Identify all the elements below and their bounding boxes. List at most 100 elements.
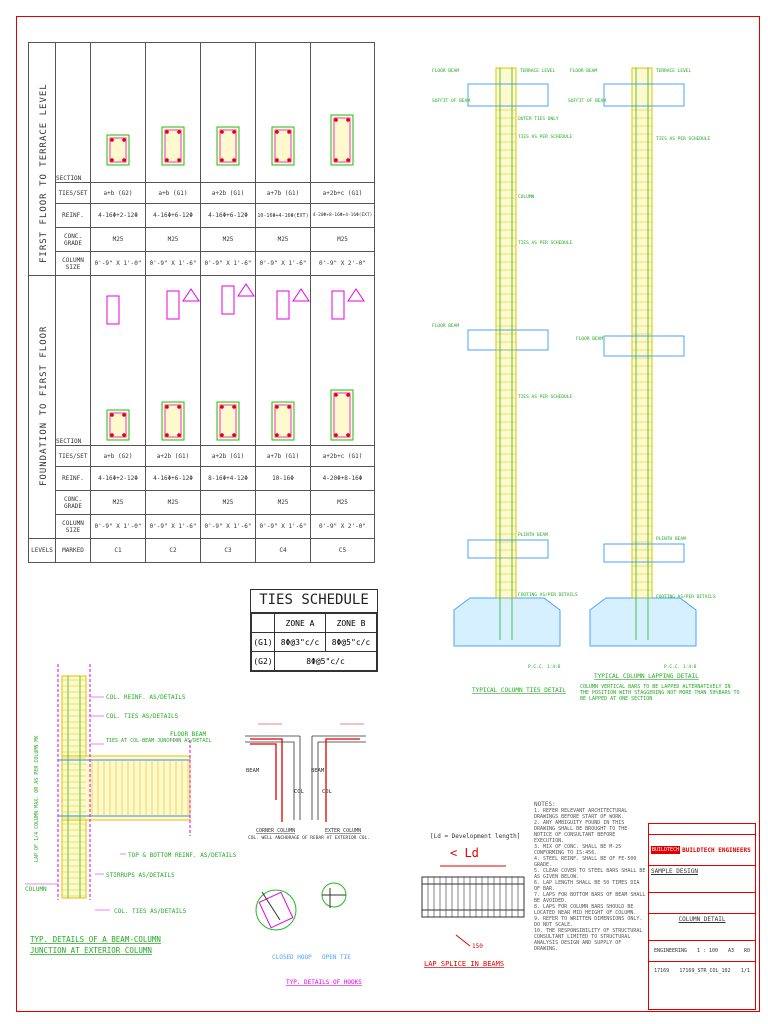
el-soffit-2: SOFFIT OF BEAM xyxy=(568,98,606,104)
corner-col-label: COL xyxy=(294,789,305,795)
fd-grade-c5: M25 xyxy=(310,490,375,515)
mark-c2: C2 xyxy=(145,538,201,563)
bc-label-floor-beam: FLOOR BEAM xyxy=(170,731,207,738)
drawing-title-row: COLUMN DETAIL xyxy=(649,914,755,941)
note-line: 5. CLEAR COVER TO STEEL BARS SHALL BE AS… xyxy=(534,868,646,880)
el-terrace-2: TERRACE LEVEL xyxy=(656,68,692,74)
fd-grade-c1: M25 xyxy=(90,490,146,515)
el-pcc-2: P.C.C. 1:4:8 xyxy=(664,664,697,670)
closed-hoop-label: CLOSED HOOP xyxy=(272,954,312,961)
drawing-no-row: 17169 17169_STR_COL_102 1/1 xyxy=(649,962,755,980)
dept: ENGINEERING xyxy=(653,948,688,954)
ff-grade-c1: M25 xyxy=(90,227,146,252)
ld-dimension: < Ld xyxy=(450,846,479,860)
job-no: 17169 xyxy=(654,968,670,974)
scale-row: ENGINEERING 1 : 100 A3 R0 xyxy=(649,941,755,962)
bc-label-top-bottom: TOP & BOTTOM REINF. AS/DETAILS xyxy=(128,852,237,859)
el-plinth-1: PLINTH BEAM xyxy=(518,532,548,538)
rev: R0 xyxy=(743,948,750,954)
bc-label-junction: TIES AT COL-BEAM JUNCTION AS/DETAIL xyxy=(106,738,211,744)
el-left-title: TYPICAL COLUMN TIES DETAIL xyxy=(472,687,566,694)
revision-row xyxy=(649,824,755,835)
ff-section-c3 xyxy=(200,42,256,183)
corner-column-detail xyxy=(245,723,366,822)
fd-size-c4: 0'-9" X 1'-6" xyxy=(255,514,311,539)
lap-title: LAP SPLICE IN BEAMS xyxy=(424,960,504,968)
fd-level-label: FOUNDATION TO FIRST FLOOR xyxy=(28,275,56,539)
note-line: 2. ANY AMBIGUITY FOUND IN THIS DRAWING S… xyxy=(534,820,628,844)
fd-reinf-c1: 4-16Φ+2-12Φ xyxy=(90,466,146,491)
el-right-title: TYPICAL COLUMN LAPPING DETAIL xyxy=(594,673,699,680)
fd-size-c3: 0'-9" X 1'-6" xyxy=(200,514,256,539)
column-schedule-table: FIRST FLOOR TO TERRACE LEVEL SECTION TIE… xyxy=(28,42,375,563)
row-label-section-2: SECTION xyxy=(55,275,91,446)
lap-150-label: 150 xyxy=(472,943,483,950)
open-tie-label: OPEN TIE xyxy=(322,954,351,961)
row-label-reinf: REINF. xyxy=(55,203,91,228)
el-pcc-1: P.C.C. 1:4:8 xyxy=(528,664,561,670)
sheet-border xyxy=(16,16,760,1012)
row-label-grade-2: CONC. GRADE xyxy=(55,490,91,515)
hooks-title: TYP. DETAILS OF HOOKS xyxy=(286,979,362,986)
el-footing-2: FOOTING AS/PER DETAILS xyxy=(656,594,716,600)
bc-title-1: TYP. DETAILS OF A BEAM-COLUMN xyxy=(30,935,161,944)
fd-grade-c4: M25 xyxy=(255,490,311,515)
note-line: 1. REFER RELEVANT ARCHITECTURAL DRAWINGS… xyxy=(534,808,628,820)
ff-grade-c4: M25 xyxy=(255,227,311,252)
notes-block: NOTES: 1. REFER RELEVANT ARCHITECTURAL D… xyxy=(534,801,646,953)
mark-c4: C4 xyxy=(255,538,311,563)
el-terrace-1: TERRACE LEVEL xyxy=(520,68,556,74)
company-name: BUILDTECH ENGINEERS xyxy=(682,846,751,854)
column-lapping-elevation xyxy=(589,67,697,647)
title-block: BUILDTECH BUILDTECH ENGINEERS SAMPLE DES… xyxy=(648,823,756,1010)
note-line: 7. LAPS FOR BOTTOM BARS OF BEAM SHALL BE… xyxy=(534,892,646,904)
scale: 1 : 100 xyxy=(697,948,719,954)
note-line: 9. REFER TO WRITTEN DIMENSIONS ONLY. DO … xyxy=(534,916,643,928)
company-row: BUILDTECH BUILDTECH ENGINEERS xyxy=(649,835,755,866)
el-floor-beam-2: FLOOR BEAM xyxy=(432,323,459,329)
el-column-1: COLUMN xyxy=(518,194,535,200)
bc-vertical-label: LAP OF 1/4 COLUMN MAX. OR AS PER COLUMN … xyxy=(34,736,40,862)
el-ties-sched-4: TIES AS PER SCHEDULE xyxy=(656,136,710,142)
bc-title-2: JUNCTION AT EXTERIOR COLUMN xyxy=(30,946,152,955)
mark-c1: C1 xyxy=(90,538,146,563)
fd-grade-c3: M25 xyxy=(200,490,256,515)
ff-reinf-c3: 4-16Φ+6-12Φ xyxy=(200,203,256,228)
fd-size-c1: 0'-9" X 1'-0" xyxy=(90,514,146,539)
drawing-title: COLUMN DETAIL xyxy=(678,916,726,923)
note-line: 6. LAP LENGTH SHALL BE 50 TIMES DIA OF B… xyxy=(534,880,640,892)
row-label-marked: MARKED xyxy=(55,538,91,563)
size: A3 xyxy=(728,948,735,954)
corner-caption-3: COL. WELL ANCHORAGE OF REBAR AT EXTERIOR… xyxy=(248,835,370,841)
sheet-no: 1/1 xyxy=(740,968,750,974)
ld-note: [Ld = Development length] xyxy=(430,833,520,840)
el-footing-1: FOOTING AS/PER DETAILS xyxy=(518,592,578,598)
mark-c3: C3 xyxy=(200,538,256,563)
row-label-reinf-2: REINF. xyxy=(55,466,91,491)
el-plinth-2: PLINTH BEAM xyxy=(656,536,686,542)
project-row: SAMPLE DESIGN xyxy=(649,866,755,893)
drawing-no: 17169_STR_COL_102 xyxy=(679,968,731,974)
ff-size-c4: 0'-9" X 1'-6" xyxy=(255,251,311,276)
ties-schedule-title: TIES SCHEDULE xyxy=(251,590,377,613)
bc-label-col-ties-2: COL. TIES AS/DETAILS xyxy=(114,908,187,915)
column-ties-elevation xyxy=(453,67,561,647)
corner-caption-1: CORNER COLUMN xyxy=(256,828,295,834)
beam-column-junction xyxy=(25,664,191,911)
el-ties-sched-2: TIES AS PER SCHEDULE xyxy=(518,240,572,246)
el-ties-sched-3: TIES AS PER SCHEDULE xyxy=(518,394,572,400)
project-name: SAMPLE DESIGN xyxy=(651,868,698,875)
el-floor-beam-1: FLOOR BEAM xyxy=(432,68,459,74)
ff-size-c1: 0'-9" X 1'-0" xyxy=(90,251,146,276)
note-line: 4. STEEL REINF. SHALL BE OF FE-500 GRADE… xyxy=(534,856,637,868)
el-floor-beam-4: FLOOR BEAM xyxy=(576,336,603,342)
row-label-grade: CONC. GRADE xyxy=(55,227,91,252)
el-floor-beam-3: FLOOR BEAM xyxy=(570,68,597,74)
notes-title: NOTES: xyxy=(534,801,556,808)
ff-reinf-c2: 4-16Φ+6-12Φ xyxy=(145,203,201,228)
bc-label-column: COLUMN xyxy=(25,886,47,893)
ff-level-label: FIRST FLOOR TO TERRACE LEVEL xyxy=(28,42,56,276)
hooks-detail xyxy=(255,882,347,931)
g2-zone-ab: 8Φ@5"c/c xyxy=(274,651,377,671)
